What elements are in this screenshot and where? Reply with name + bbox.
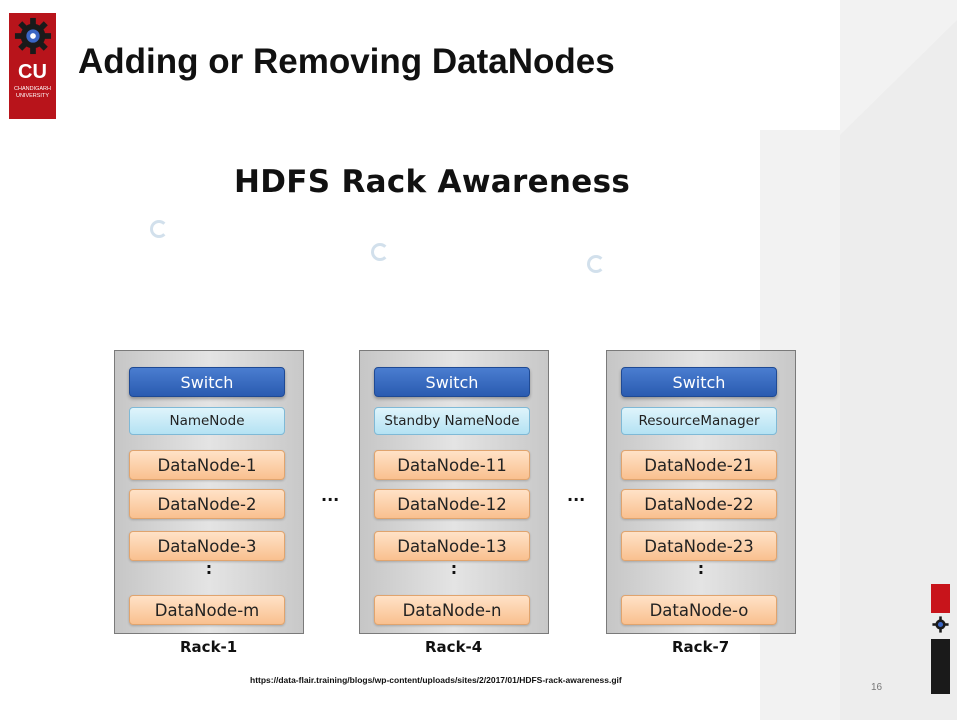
university-logo: CU CHANDIGARH UNIVERSITY — [9, 13, 56, 119]
logo-initials: CU — [18, 61, 47, 83]
rack-1: Switch NameNode DataNode-1 DataNode-2 Da… — [114, 350, 304, 634]
vertical-ellipsis: : — [205, 559, 213, 578]
datanode-box: DataNode-3 — [129, 531, 285, 561]
switch-box: Switch — [621, 367, 777, 397]
diagram-title: HDFS Rack Awareness — [234, 164, 631, 200]
watermark-logo — [150, 220, 168, 238]
datanode-box: DataNode-21 — [621, 450, 777, 480]
resourcemanager-box: ResourceManager — [621, 407, 777, 435]
watermark-icon — [371, 243, 389, 261]
datanode-box: DataNode-23 — [621, 531, 777, 561]
logo-university-name: CHANDIGARH UNIVERSITY — [14, 86, 51, 100]
rack-4: Switch Standby NameNode DataNode-11 Data… — [359, 350, 549, 634]
gear-emblem-icon — [14, 17, 51, 55]
source-url: https://data-flair.training/blogs/wp-con… — [250, 675, 622, 685]
page-number: 16 — [871, 682, 883, 693]
datanode-box: DataNode-11 — [374, 450, 530, 480]
gear-icon — [932, 616, 949, 633]
datanode-box: DataNode-n — [374, 595, 530, 625]
rack-gap-ellipsis: ... — [321, 486, 340, 505]
datanode-box: DataNode-12 — [374, 489, 530, 519]
vertical-ellipsis: : — [697, 559, 705, 578]
side-accent-red — [931, 584, 950, 613]
datanode-box: DataNode-m — [129, 595, 285, 625]
logo-name-line1: CHANDIGARH — [14, 86, 51, 92]
watermark-icon — [587, 255, 605, 273]
watermark-logo — [587, 255, 605, 273]
slide-title: Adding or Removing DataNodes — [78, 42, 615, 81]
datanode-box: DataNode-o — [621, 595, 777, 625]
rack-gap-ellipsis: ... — [567, 486, 586, 505]
namenode-box: NameNode — [129, 407, 285, 435]
datanode-box: DataNode-22 — [621, 489, 777, 519]
watermark-icon — [150, 220, 168, 238]
vertical-ellipsis: : — [450, 559, 458, 578]
datanode-box: DataNode-2 — [129, 489, 285, 519]
datanode-box: DataNode-1 — [129, 450, 285, 480]
rack-label: Rack-4 — [425, 638, 483, 656]
datanode-box: DataNode-13 — [374, 531, 530, 561]
standby-namenode-box: Standby NameNode — [374, 407, 530, 435]
logo-name-line2: UNIVERSITY — [15, 93, 49, 99]
side-accent-black — [931, 639, 950, 694]
switch-box: Switch — [129, 367, 285, 397]
rack-7: Switch ResourceManager DataNode-21 DataN… — [606, 350, 796, 634]
watermark-logo — [371, 243, 389, 261]
switch-box: Switch — [374, 367, 530, 397]
rack-label: Rack-1 — [180, 638, 238, 656]
rack-label: Rack-7 — [672, 638, 730, 656]
